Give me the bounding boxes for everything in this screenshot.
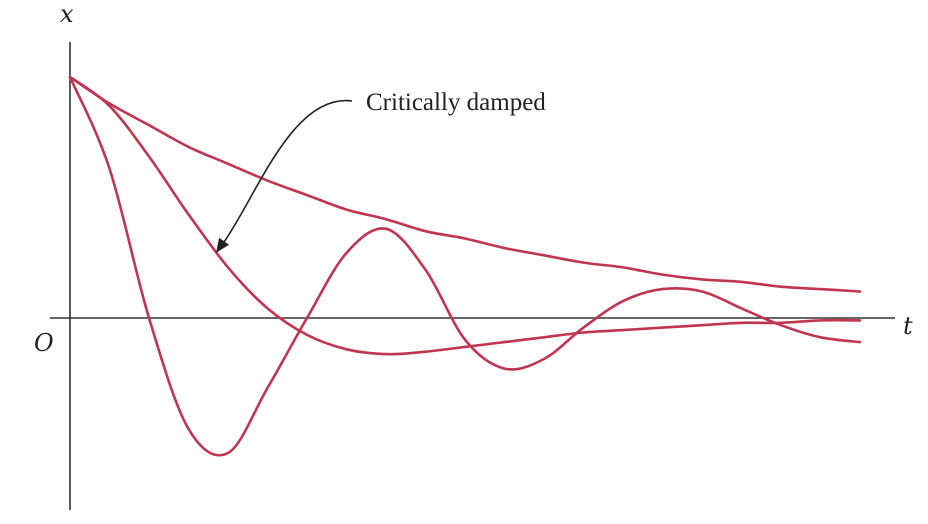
underdamped-curve — [68, 75, 862, 457]
overdamped-curve — [68, 75, 862, 293]
y-axis-label: x — [60, 0, 74, 28]
critically-damped-curve — [68, 75, 862, 356]
x-axis-label: t — [903, 312, 913, 340]
curves — [68, 75, 862, 457]
origin-label: O — [34, 329, 54, 357]
annotation: Critically damped — [216, 89, 546, 253]
annotation-arrowhead — [216, 237, 230, 253]
critically-damped-label: Critically damped — [366, 89, 546, 116]
annotation-arrow — [221, 99, 353, 246]
axes — [50, 42, 895, 510]
axis-labels: x tO — [34, 0, 913, 357]
